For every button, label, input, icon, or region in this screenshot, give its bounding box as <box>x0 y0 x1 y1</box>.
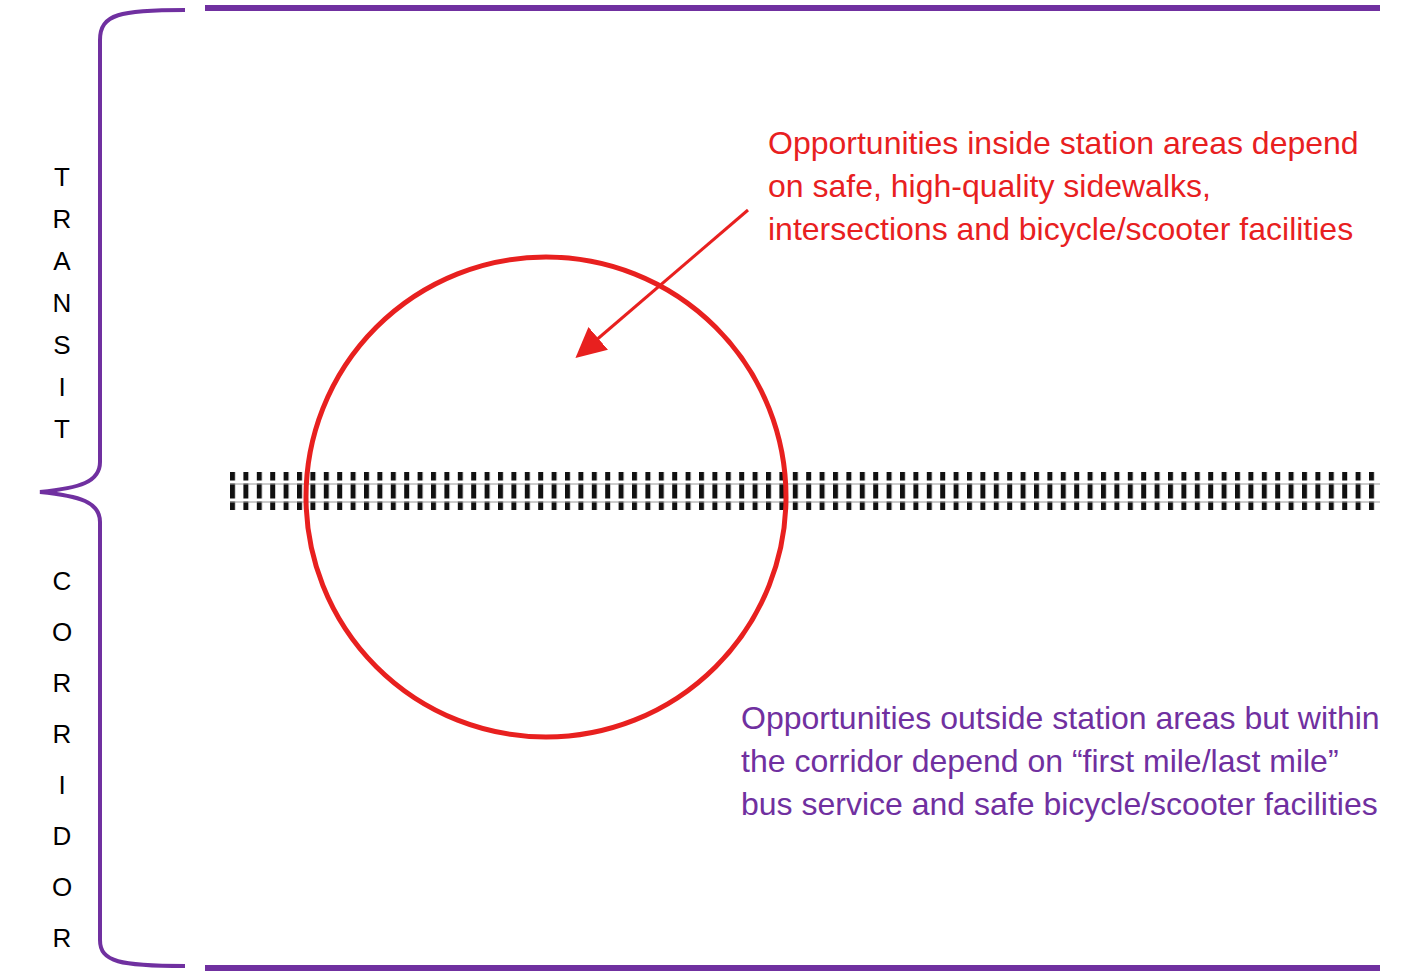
corridor-top-line <box>205 5 1380 11</box>
callout-note: Opportunities outside station areas but … <box>741 697 1381 826</box>
vertical-label: CORRIDOR <box>49 566 75 974</box>
leader-arrow <box>580 210 748 354</box>
vertical-label: TRANSIT <box>49 162 75 456</box>
corridor-bottom-line <box>205 965 1380 971</box>
railroad-track <box>230 470 1380 512</box>
callout-note: Opportunities inside station areas depen… <box>768 122 1388 251</box>
station-area-circle <box>306 257 786 737</box>
